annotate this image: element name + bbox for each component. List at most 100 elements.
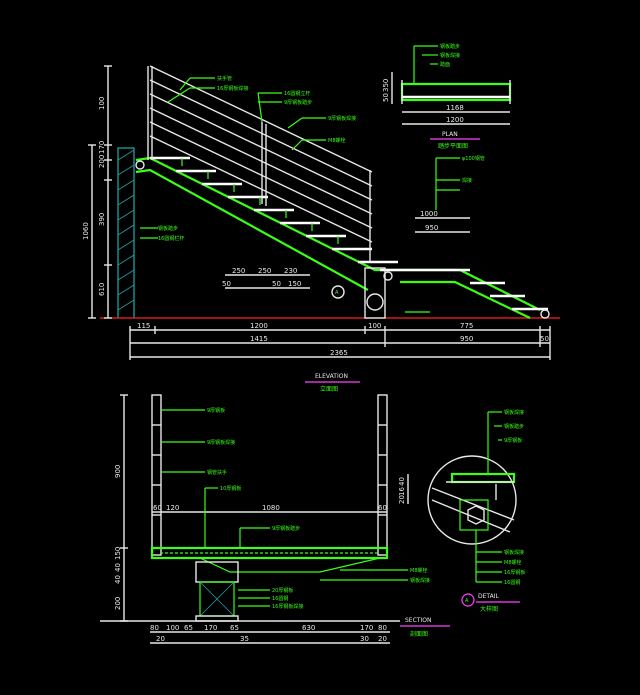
sec-anno-7: 钢板焊接 (410, 577, 430, 584)
wall-hatch (117, 149, 135, 311)
plan-title: PLAN (442, 131, 458, 138)
detail-marker-label: A (335, 290, 339, 296)
detail-title-marker (461, 593, 475, 607)
sec-anno-8: 20厚钢板 (272, 587, 293, 594)
detail-tread (450, 472, 516, 484)
elev-anno-5: 9厚钢板焊接 (328, 115, 356, 122)
sec-bot2-dim-4: 20 (378, 635, 387, 643)
sec-v-dim-200: 200 (114, 597, 122, 610)
dim-v-5: 1060 (82, 222, 90, 240)
step-dim-3: 230 (284, 267, 297, 275)
detail-anno-2: 钢板踏步 (504, 423, 524, 430)
plan-dim-50: 50 (382, 93, 390, 102)
dim-h-950: 950 (460, 335, 473, 343)
sec-anno-9: 16圆钢 (272, 595, 288, 602)
sec-bot-dim-8: 80 (378, 624, 387, 632)
step-dim-6: 150 (288, 280, 301, 288)
elevation-view: A 100 200 390 610 1060 170 (82, 65, 560, 393)
plan-leaders (413, 45, 438, 84)
elev-anno-3: 16圆钢立杆 (284, 90, 310, 97)
sec-bot-dim-4: 170 (204, 624, 217, 632)
sec-top-dim-60b: 60 (378, 504, 387, 512)
sec-anno-6: M8螺栓 (410, 567, 428, 574)
elevation-horizontal-dims (129, 326, 551, 360)
sec-top-dim-1080: 1080 (262, 504, 280, 512)
sec-anno-1: 9厚钢板 (207, 407, 225, 414)
detail-anno-7: 16圆钢 (504, 579, 520, 586)
sec-bot2-dim-2: 35 (240, 635, 249, 643)
sec-v-dim-40b: 40 (114, 575, 122, 584)
detail-anno-6: 16厚钢板 (504, 569, 525, 576)
upper-treads (150, 156, 398, 264)
section-base-plate (195, 615, 239, 622)
stringer-bottom (135, 168, 369, 291)
step-dim-1: 250 (232, 267, 245, 275)
sec-bot-dim-2: 100 (166, 624, 179, 632)
sec-anno-5: 9厚钢板踏步 (272, 525, 300, 532)
detail-bolt-nut (467, 505, 485, 525)
section-subtitle: 剖面图 (410, 630, 428, 638)
dim-v-6: 170 (98, 141, 106, 154)
section-view: 60 120 1080 60 80 100 65 170 65 630 170 … (100, 394, 450, 644)
dim-v-2: 200 (98, 155, 106, 168)
detail-dim-40: 40 (398, 477, 406, 486)
detail-stringer-top (431, 487, 515, 521)
elev-anno-8: 16圆钢栏杆 (158, 235, 184, 242)
sec-bot-dim-7: 170 (360, 624, 373, 632)
sec-bot-dim-1: 80 (150, 624, 159, 632)
detail-circle (427, 455, 517, 545)
sec-anno-4: 10厚钢板 (220, 485, 241, 492)
section-rail-ticks (152, 424, 387, 516)
plan-anno-3: 踏面 (440, 61, 450, 68)
step-dim-4: 50 (222, 280, 231, 288)
sec-top-dim-120: 120 (166, 504, 179, 512)
dim-h-50: 50 (540, 335, 549, 343)
detail-marker-circle (331, 285, 345, 299)
elev-anno-1: 扶手管 (217, 75, 232, 82)
elev-anno-9: φ100钢管 (462, 155, 485, 162)
detail-bracket (459, 499, 489, 531)
plan-dim-1200: 1200 (446, 116, 464, 124)
sec-bot-dim-3: 65 (184, 624, 193, 632)
elev-anno-6: M8螺栓 (328, 137, 346, 144)
sec-bot2-dim-3: 30 (360, 635, 369, 643)
elev-anno-4: 9厚钢板踏步 (284, 99, 312, 106)
dim-h-100: 100 (368, 322, 381, 330)
dim-h-115: 115 (137, 322, 150, 330)
step-dim-5: 50 (272, 280, 281, 288)
sec-v-dim-150: 150 (114, 547, 122, 560)
sec-anno-2: 9厚钢板焊接 (207, 439, 235, 446)
sec-anno-3: 钢管扶手 (207, 469, 227, 476)
tread-studs (181, 158, 339, 244)
dim-v-1: 100 (98, 97, 106, 110)
detail-leaders (475, 411, 502, 583)
elev-anno-7: 钢板踏步 (158, 225, 178, 232)
dim-h-2365: 2365 (330, 349, 348, 357)
elevation-vertical-dims (88, 65, 112, 319)
lower-stringer-bottom (400, 280, 531, 319)
elevation-title: ELEVATION (315, 373, 348, 380)
top-anchor (135, 160, 145, 170)
elevation-leaders (140, 77, 460, 313)
section-deck (150, 546, 389, 560)
sec-v-dim-900: 900 (114, 465, 122, 478)
plan-dim-1168: 1168 (446, 104, 464, 112)
sec-bot-dim-6: 630 (302, 624, 315, 632)
stringer-top (135, 156, 400, 272)
dim-v-3: 390 (98, 213, 106, 226)
lower-treads (380, 268, 548, 311)
sec-anno-10: 16厚钢板焊接 (272, 603, 303, 610)
sec-bot2-dim-1: 20 (156, 635, 165, 643)
detail-subtitle: 大样图 (480, 605, 498, 613)
bottom-anchor (540, 309, 550, 319)
sub-dim-950: 950 (425, 224, 438, 232)
support-column (364, 267, 386, 319)
detail-title-marker-label: A (465, 598, 469, 604)
plan-dim-350: 350 (382, 79, 390, 92)
plan-subtitle: 踏步平面图 (438, 142, 468, 150)
step-dims (225, 274, 310, 289)
sub-dim-1000: 1000 (420, 210, 438, 218)
section-title: SECTION (405, 617, 431, 624)
plan-anno-2: 钢板焊接 (440, 52, 460, 59)
